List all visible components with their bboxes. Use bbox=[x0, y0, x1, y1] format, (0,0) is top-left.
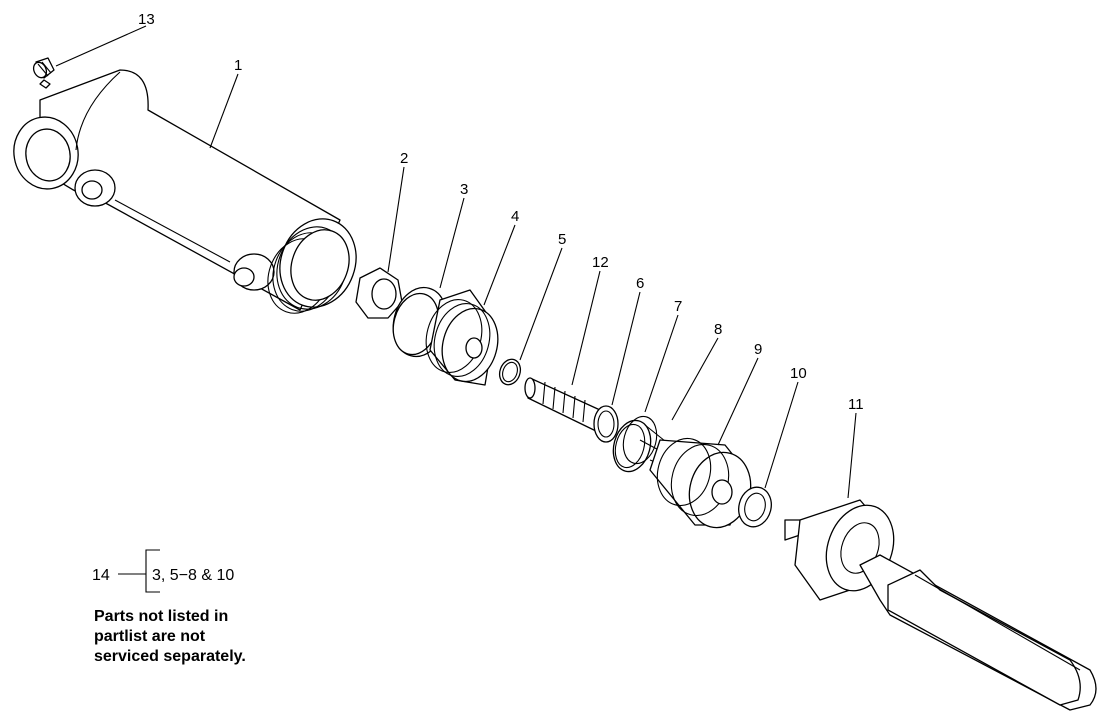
leader-4 bbox=[483, 224, 516, 306]
callout-2: 2 bbox=[400, 150, 408, 167]
leader-1 bbox=[209, 73, 239, 149]
callout-5: 5 bbox=[558, 231, 566, 248]
leader-12 bbox=[571, 270, 601, 386]
leader-2 bbox=[387, 166, 405, 273]
callout-13: 13 bbox=[138, 11, 155, 28]
leader-13 bbox=[55, 25, 147, 67]
leader-5 bbox=[519, 247, 563, 361]
part-7-spring-ring bbox=[612, 415, 658, 473]
part-9-seal-body bbox=[649, 437, 752, 529]
part-4-piston bbox=[425, 289, 499, 386]
leader-10 bbox=[764, 381, 799, 489]
part-1-cylinder-body bbox=[13, 69, 357, 314]
kit-bracket bbox=[136, 549, 160, 593]
leader-6 bbox=[611, 291, 641, 406]
callout-6: 6 bbox=[636, 275, 644, 292]
part-5-o-ring bbox=[498, 358, 522, 386]
kit-number: 14 bbox=[92, 567, 110, 584]
leader-3 bbox=[439, 197, 465, 289]
note-line-2: partlist are not bbox=[94, 628, 206, 645]
callout-7: 7 bbox=[674, 298, 682, 315]
callout-3: 3 bbox=[460, 181, 468, 198]
part-11-rod-end bbox=[784, 499, 1097, 711]
callout-8: 8 bbox=[714, 321, 722, 338]
part-13-grease-fitting bbox=[32, 57, 55, 89]
leader-11 bbox=[847, 412, 857, 499]
note-line-1: Parts not listed in bbox=[94, 608, 229, 625]
callout-10: 10 bbox=[790, 365, 807, 382]
callout-1: 1 bbox=[234, 57, 242, 74]
part-6-ring bbox=[593, 405, 619, 443]
kit-parts-list: 3, 5−8 & 10 bbox=[152, 567, 234, 584]
callout-4: 4 bbox=[511, 208, 519, 225]
leader-lines bbox=[55, 25, 857, 499]
callout-12: 12 bbox=[592, 254, 609, 271]
note-line-3: serviced separately. bbox=[94, 648, 246, 665]
leader-8 bbox=[671, 337, 719, 421]
part-2-nut bbox=[355, 267, 403, 319]
service-note: Parts not listed in partlist are not ser… bbox=[94, 607, 246, 667]
part-12-threaded-stem bbox=[524, 377, 601, 433]
callout-numbers: 13 1 2 3 4 5 12 6 7 8 9 10 11 bbox=[138, 11, 864, 413]
callout-11: 11 bbox=[848, 396, 864, 413]
leader-9 bbox=[717, 357, 759, 446]
part-10-wiper bbox=[738, 486, 772, 528]
leader-7 bbox=[644, 314, 679, 413]
callout-9: 9 bbox=[754, 341, 762, 358]
kit-callout: 14 3, 5−8 & 10 bbox=[92, 549, 234, 593]
